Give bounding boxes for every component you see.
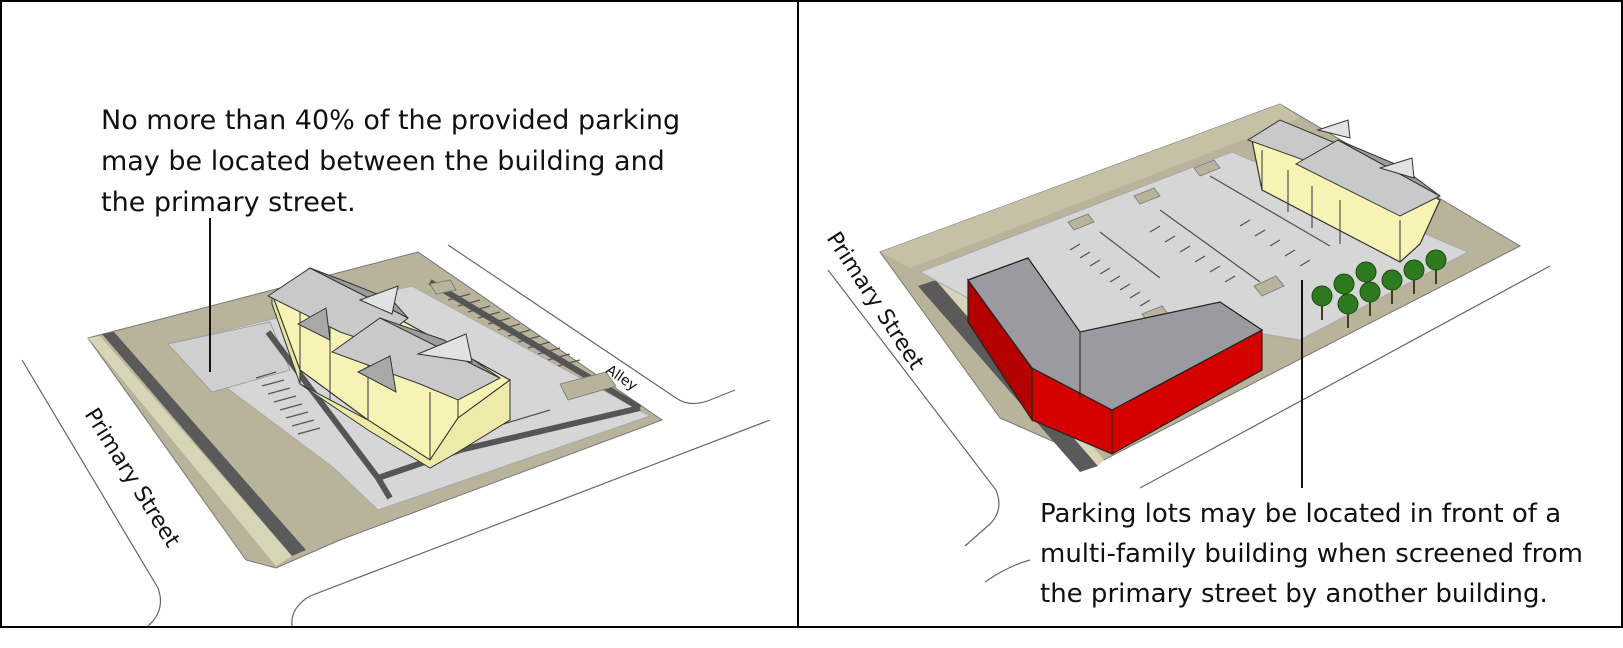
left-curb: [102, 332, 306, 556]
right-panel-drawing: Primary Street: [821, 103, 1551, 583]
left-rear-aisle: [428, 279, 642, 411]
right-rear-strip: [880, 104, 1300, 268]
right-caption: Parking lots may be located in front of …: [1040, 499, 1583, 609]
rear-townhouse-building: [1246, 119, 1442, 263]
right-street-edge-west: [827, 269, 1000, 547]
left-sidewalk: [88, 336, 292, 566]
tree: [1337, 293, 1359, 328]
tree: [1333, 273, 1355, 308]
left-panel-drawing: Primary Street Alley: [21, 218, 771, 627]
commercial-screening-building: [967, 257, 1264, 455]
front-parking-area: [167, 321, 291, 393]
landscape-island: [429, 279, 457, 295]
outer-frame: [0, 0, 1623, 628]
left-street-edge-west: [21, 359, 161, 627]
right-street-edge-fragment: [984, 559, 1031, 583]
left-street-edge-south: [291, 419, 771, 627]
right-landscape-islands: [1067, 159, 1285, 323]
left-caption: No more than 40% of the provided parking…: [101, 105, 681, 218]
alley-edge: [447, 244, 736, 405]
tree: [1359, 281, 1381, 316]
tree-row: [1311, 249, 1447, 328]
tree: [1403, 259, 1425, 294]
tree: [1311, 285, 1333, 320]
right-parking-stripes: [1029, 175, 1331, 343]
right-street-edge-south: [1139, 265, 1551, 489]
tree: [1425, 249, 1447, 284]
townhouse-building: [267, 267, 512, 469]
tree: [1381, 269, 1403, 304]
landscape-island: [559, 371, 617, 401]
